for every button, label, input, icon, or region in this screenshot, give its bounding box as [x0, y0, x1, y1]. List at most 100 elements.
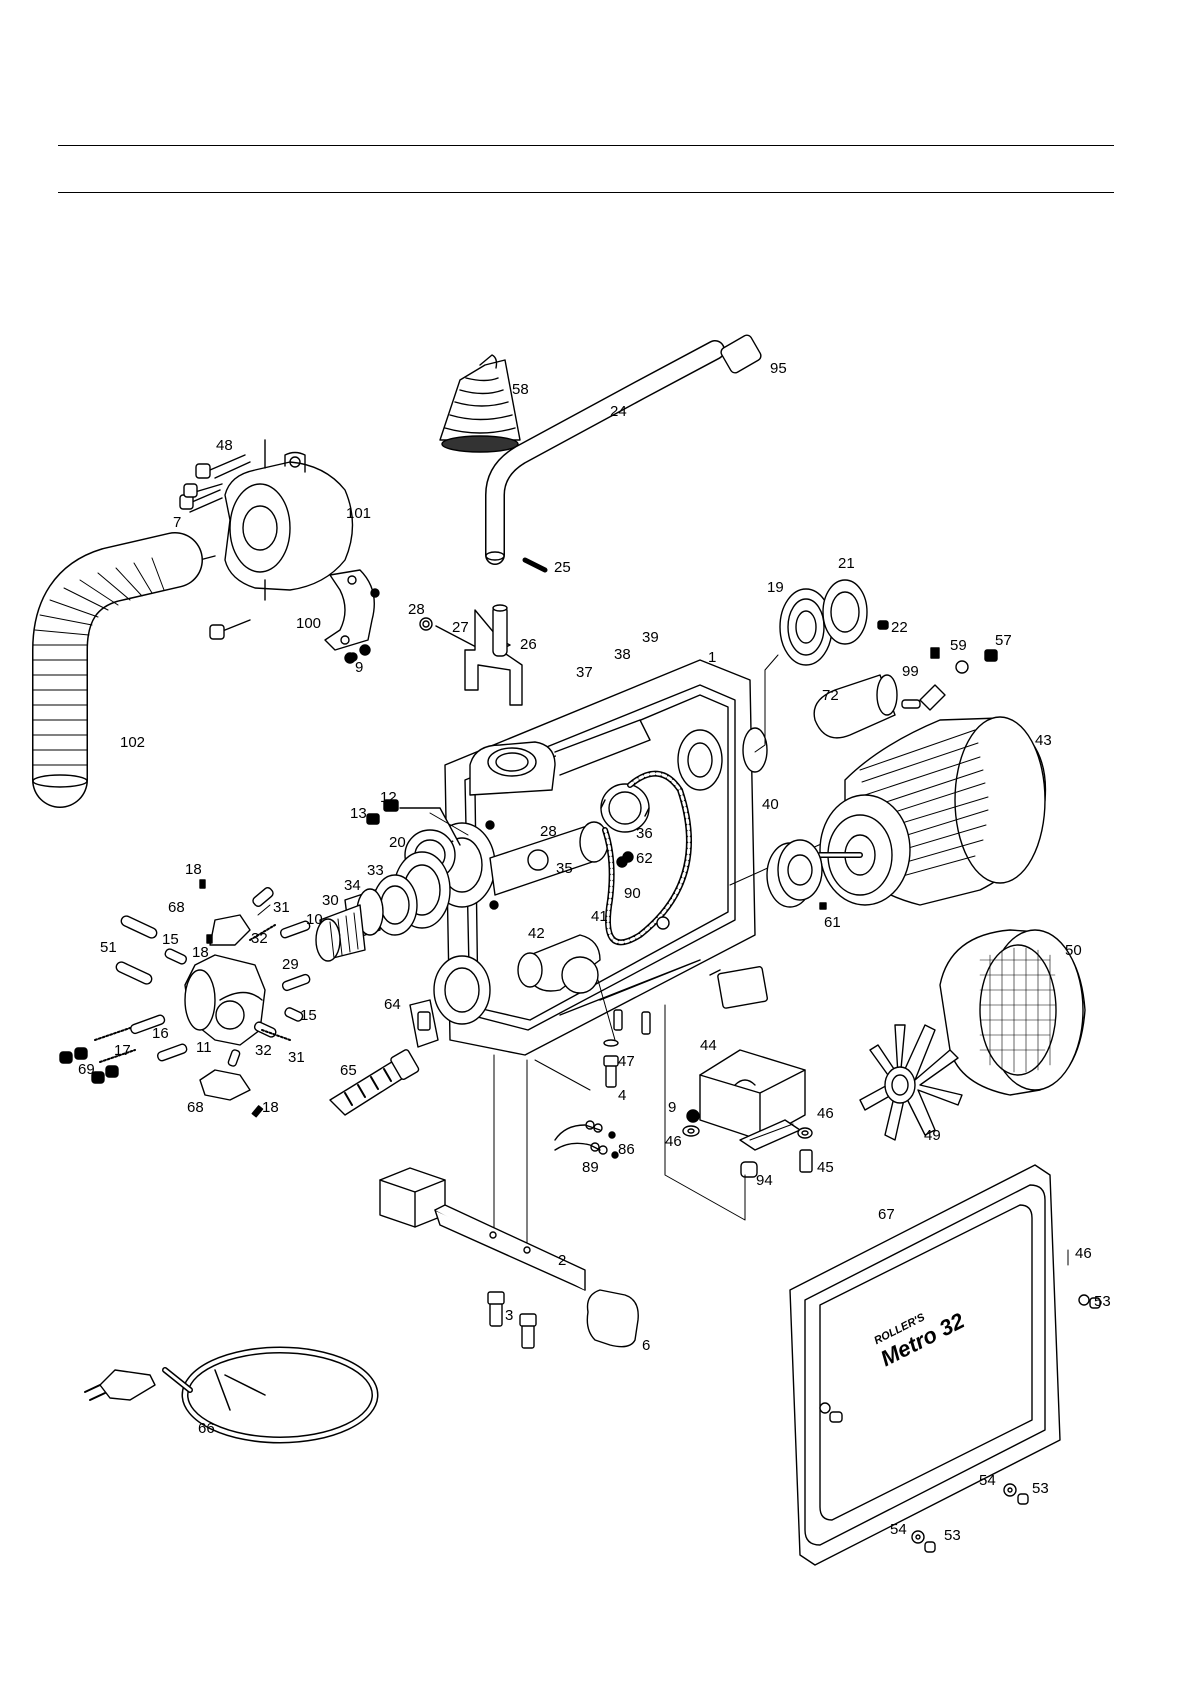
label-58: 58	[512, 381, 529, 398]
clamp-part	[325, 570, 379, 663]
label-13: 13	[350, 805, 367, 822]
label-54b: 54	[890, 1521, 907, 1538]
label-3: 3	[505, 1307, 513, 1324]
heater-wire-part	[555, 1121, 618, 1158]
capacitor-part	[814, 675, 897, 738]
label-30: 30	[322, 892, 339, 909]
label-95: 95	[770, 360, 787, 377]
label-59: 59	[950, 637, 967, 654]
label-26: 26	[520, 636, 537, 653]
label-19: 19	[767, 579, 784, 596]
label-12: 12	[380, 789, 397, 806]
label-69: 69	[78, 1061, 95, 1078]
bearing-part	[780, 580, 888, 665]
label-68b: 68	[187, 1099, 204, 1116]
bellows-part	[440, 355, 520, 452]
label-39: 39	[642, 629, 659, 646]
label-31b: 31	[288, 1049, 305, 1066]
label-9a: 9	[355, 659, 363, 676]
fork-part	[420, 605, 522, 705]
label-102: 102	[120, 734, 145, 751]
bottom-screws	[604, 1010, 650, 1087]
label-1: 1	[708, 649, 716, 666]
label-16: 16	[152, 1025, 169, 1042]
label-65: 65	[340, 1062, 357, 1079]
label-90: 90	[624, 885, 641, 902]
label-27: 27	[452, 619, 469, 636]
label-18c: 18	[262, 1099, 279, 1116]
label-36: 36	[636, 825, 653, 842]
label-32a: 32	[251, 930, 268, 947]
label-9b: 9	[668, 1099, 676, 1116]
label-28b: 28	[540, 823, 557, 840]
label-11: 11	[196, 1039, 212, 1056]
cover-panel-part	[790, 1165, 1100, 1565]
label-7: 7	[173, 514, 181, 531]
label-53b: 53	[1032, 1480, 1049, 1497]
label-10: 10	[306, 911, 323, 928]
label-64: 64	[384, 996, 401, 1013]
handle-tube-part	[486, 333, 763, 570]
label-34: 34	[344, 877, 361, 894]
label-47: 47	[618, 1053, 635, 1070]
label-29: 29	[282, 956, 299, 973]
label-61: 61	[824, 914, 841, 931]
label-67: 67	[878, 1206, 895, 1223]
label-18b: 18	[192, 944, 209, 961]
label-46b: 46	[817, 1105, 834, 1122]
label-57: 57	[995, 632, 1012, 649]
label-62: 62	[636, 850, 653, 867]
fan-part	[860, 1025, 962, 1140]
label-51: 51	[100, 939, 117, 956]
label-50: 50	[1065, 942, 1082, 959]
label-17: 17	[114, 1042, 131, 1059]
label-44: 44	[700, 1037, 717, 1054]
label-25: 25	[554, 559, 571, 576]
label-49: 49	[924, 1127, 941, 1144]
label-53c: 53	[944, 1527, 961, 1544]
cable-gland-part	[330, 1049, 420, 1115]
label-28a: 28	[408, 601, 425, 618]
label-21: 21	[838, 555, 855, 572]
label-45: 45	[817, 1159, 834, 1176]
label-15b: 15	[300, 1007, 317, 1024]
power-cable-part	[85, 1350, 375, 1440]
label-18a: 18	[185, 861, 202, 878]
flexible-hose-part	[33, 558, 175, 787]
label-2: 2	[558, 1252, 566, 1269]
label-20: 20	[389, 834, 406, 851]
label-38: 38	[614, 646, 631, 663]
label-99: 99	[902, 663, 919, 680]
fan-cover-part	[940, 930, 1085, 1095]
main-frame-part	[429, 660, 768, 1055]
label-68a: 68	[168, 899, 185, 916]
label-33: 33	[367, 862, 384, 879]
label-35: 35	[556, 860, 573, 877]
label-31a: 31	[273, 899, 290, 916]
label-41: 41	[591, 908, 608, 925]
label-37: 37	[576, 664, 593, 681]
spindle-assembly	[316, 800, 460, 961]
label-43: 43	[1035, 732, 1052, 749]
label-22: 22	[891, 619, 908, 636]
label-72: 72	[822, 687, 839, 704]
motor-part	[820, 717, 1045, 905]
label-46a: 46	[665, 1133, 682, 1150]
label-46c: 46	[1075, 1245, 1092, 1262]
label-42: 42	[528, 925, 545, 942]
label-40: 40	[762, 796, 779, 813]
label-32b: 32	[255, 1042, 272, 1059]
label-66: 66	[198, 1420, 215, 1437]
label-6: 6	[642, 1337, 650, 1354]
label-101: 101	[346, 505, 371, 522]
label-53a: 53	[1094, 1293, 1111, 1310]
mount-block-part	[683, 1050, 812, 1177]
label-100: 100	[296, 615, 321, 632]
label-48: 48	[216, 437, 233, 454]
label-54a: 54	[979, 1472, 996, 1489]
label-94: 94	[756, 1172, 773, 1189]
label-89: 89	[582, 1159, 599, 1176]
label-15a: 15	[162, 931, 179, 948]
motor-pulley-part	[767, 840, 826, 909]
